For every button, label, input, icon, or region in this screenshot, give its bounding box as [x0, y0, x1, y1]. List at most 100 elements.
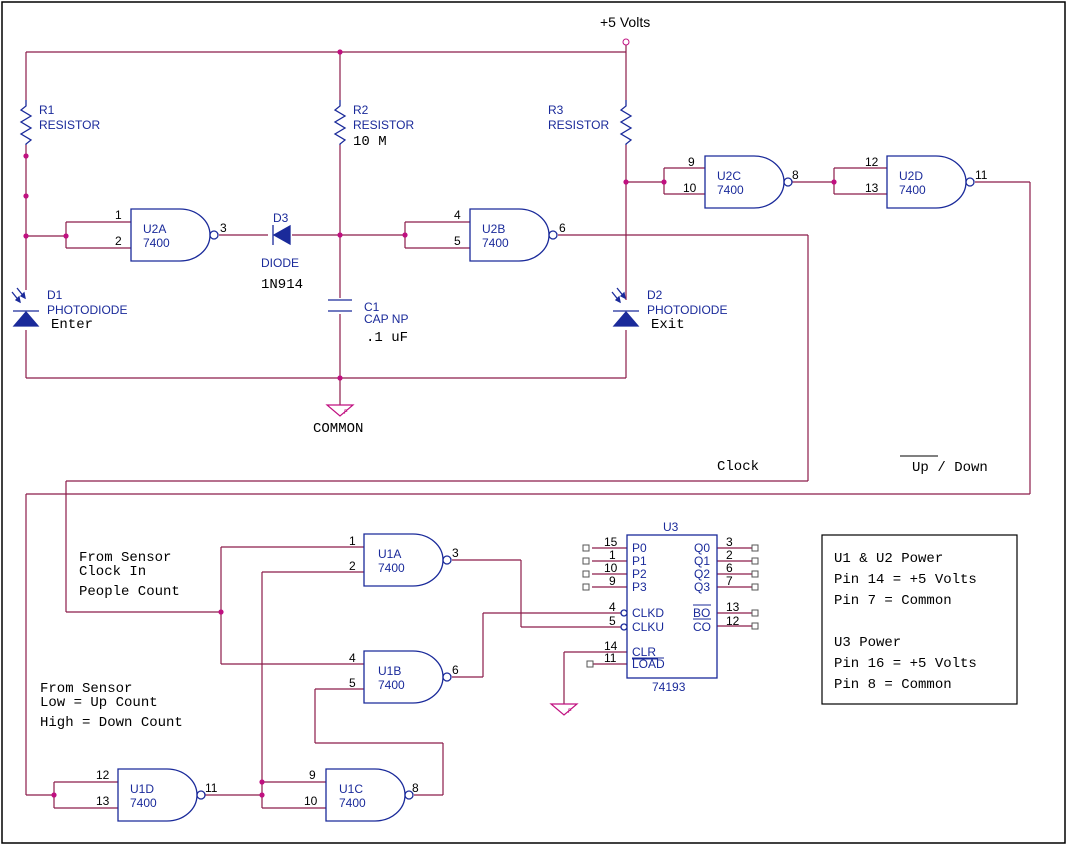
svg-text:2: 2 — [726, 548, 733, 562]
resistor-r2: R2 RESISTOR 10 M — [333, 100, 414, 150]
svg-text:6: 6 — [559, 221, 566, 235]
note-sensor-clock: From Sensor Clock In People Count — [79, 550, 180, 600]
u3-part: 74193 — [652, 680, 686, 694]
net-label-clock: Clock — [717, 459, 759, 475]
svg-text:CLKU: CLKU — [632, 620, 664, 634]
svg-text:P1: P1 — [632, 554, 647, 568]
svg-text:U3 Power: U3 Power — [834, 635, 901, 651]
svg-text:U1B: U1B — [378, 664, 401, 678]
svg-text:9: 9 — [688, 155, 695, 169]
d1-label: Enter — [51, 317, 93, 333]
gate-u1b: U1B 7400 4 5 6 — [349, 650, 459, 704]
d3-value: 1N914 — [261, 277, 303, 293]
svg-text:4: 4 — [609, 600, 616, 614]
svg-text:3: 3 — [452, 546, 459, 560]
svg-text:11: 11 — [975, 168, 988, 182]
svg-text:U2B: U2B — [482, 222, 505, 236]
r3-ref: R3 — [548, 103, 564, 117]
svg-text:7400: 7400 — [339, 796, 366, 810]
svg-text:P3: P3 — [632, 580, 647, 594]
svg-text:1: 1 — [349, 534, 356, 548]
svg-text:CLR: CLR — [632, 645, 656, 659]
ground-common: F COMMON — [313, 404, 363, 437]
svg-text:3: 3 — [726, 535, 733, 549]
svg-text:10: 10 — [304, 794, 318, 808]
counter-u3: U3 74193 P0 P1 P2 P3 CLKD CLKU CLR LOAD … — [582, 520, 759, 694]
svg-text:U1A: U1A — [378, 547, 401, 561]
d2-ref: D2 — [647, 288, 663, 302]
svg-text:U1D: U1D — [130, 782, 154, 796]
gate-u1a: U1A 7400 1 2 3 — [349, 533, 459, 587]
svg-text:4: 4 — [454, 208, 461, 222]
svg-text:9: 9 — [609, 574, 616, 588]
svg-text:From Sensor: From Sensor — [40, 681, 132, 697]
resistor-r1: R1 RESISTOR — [19, 100, 100, 145]
svg-text:/ Down: / Down — [929, 460, 988, 476]
wires-bottom — [26, 546, 752, 809]
svg-text:13: 13 — [96, 794, 110, 808]
svg-text:7: 7 — [726, 574, 733, 588]
r1-type: RESISTOR — [39, 118, 100, 132]
svg-text:F: F — [568, 709, 572, 715]
svg-text:CLKD: CLKD — [632, 606, 664, 620]
svg-text:Pin 16 = +5 Volts: Pin 16 = +5 Volts — [834, 656, 977, 672]
svg-text:13: 13 — [726, 600, 740, 614]
svg-text:11: 11 — [205, 781, 218, 795]
svg-text:1: 1 — [115, 208, 122, 222]
svg-text:9: 9 — [309, 768, 316, 782]
svg-text:From Sensor: From Sensor — [79, 550, 171, 566]
r2-ref: R2 — [353, 103, 369, 117]
svg-text:U2D: U2D — [899, 169, 923, 183]
svg-text:LOAD: LOAD — [632, 657, 665, 671]
junction-dots — [23, 49, 837, 798]
svg-text:Pin 7 = Common: Pin 7 = Common — [834, 593, 952, 609]
svg-text:12: 12 — [96, 768, 110, 782]
svg-text:11: 11 — [604, 651, 617, 665]
c1-value: .1 uF — [366, 330, 408, 346]
svg-text:6: 6 — [726, 561, 733, 575]
svg-text:7400: 7400 — [378, 678, 405, 692]
svg-text:Q3: Q3 — [694, 580, 710, 594]
photodiode-d2: D2 PHOTODIODE Exit — [611, 287, 727, 333]
supply-terminal: +5 Volts — [600, 14, 650, 46]
gate-u2a: U2A 7400 1 2 3 — [115, 208, 227, 262]
d1-ref: D1 — [47, 288, 63, 302]
gate-u1c: U1C 7400 9 10 8 — [304, 768, 419, 822]
power-info-box: U1 & U2 Power Pin 14 = +5 Volts Pin 7 = … — [821, 534, 1018, 705]
svg-text:7400: 7400 — [143, 236, 170, 250]
r3-type: RESISTOR — [548, 118, 609, 132]
svg-text:U1C: U1C — [339, 782, 363, 796]
svg-text:8: 8 — [412, 781, 419, 795]
svg-text:2: 2 — [349, 559, 356, 573]
svg-text:7400: 7400 — [482, 236, 509, 250]
d3-ref: D3 — [273, 211, 289, 225]
r2-type: RESISTOR — [353, 118, 414, 132]
svg-text:Pin 8 = Common: Pin 8 = Common — [834, 677, 952, 693]
d2-label: Exit — [651, 317, 685, 333]
photodiode-d1: D1 PHOTODIODE Enter — [11, 287, 127, 333]
svg-text:U1 & U2 Power: U1 & U2 Power — [834, 551, 943, 567]
svg-text:8: 8 — [792, 168, 799, 182]
r1-ref: R1 — [39, 103, 55, 117]
svg-text:7400: 7400 — [378, 561, 405, 575]
supply-label: +5 Volts — [600, 14, 650, 30]
d1-type: PHOTODIODE — [47, 303, 127, 317]
svg-text:People Count: People Count — [79, 584, 180, 600]
svg-text:5: 5 — [609, 614, 616, 628]
ground-clr: F — [549, 703, 579, 716]
svg-text:12: 12 — [726, 614, 740, 628]
note-sensor-direction: From Sensor Low = Up Count High = Down C… — [40, 681, 183, 731]
svg-text:5: 5 — [454, 234, 461, 248]
svg-text:High = Down Count: High = Down Count — [40, 715, 183, 731]
d3-type: DIODE — [261, 256, 299, 270]
svg-text:Pin 14 = +5 Volts: Pin 14 = +5 Volts — [834, 572, 977, 588]
svg-text:Low = Up Count: Low = Up Count — [40, 695, 158, 711]
svg-text:F: F — [344, 410, 348, 416]
svg-text:Clock In: Clock In — [79, 564, 146, 580]
d2-type: PHOTODIODE — [647, 303, 727, 317]
c1-type: CAP NP — [364, 312, 408, 326]
svg-text:BO: BO — [693, 606, 710, 620]
common-label: COMMON — [313, 421, 363, 437]
